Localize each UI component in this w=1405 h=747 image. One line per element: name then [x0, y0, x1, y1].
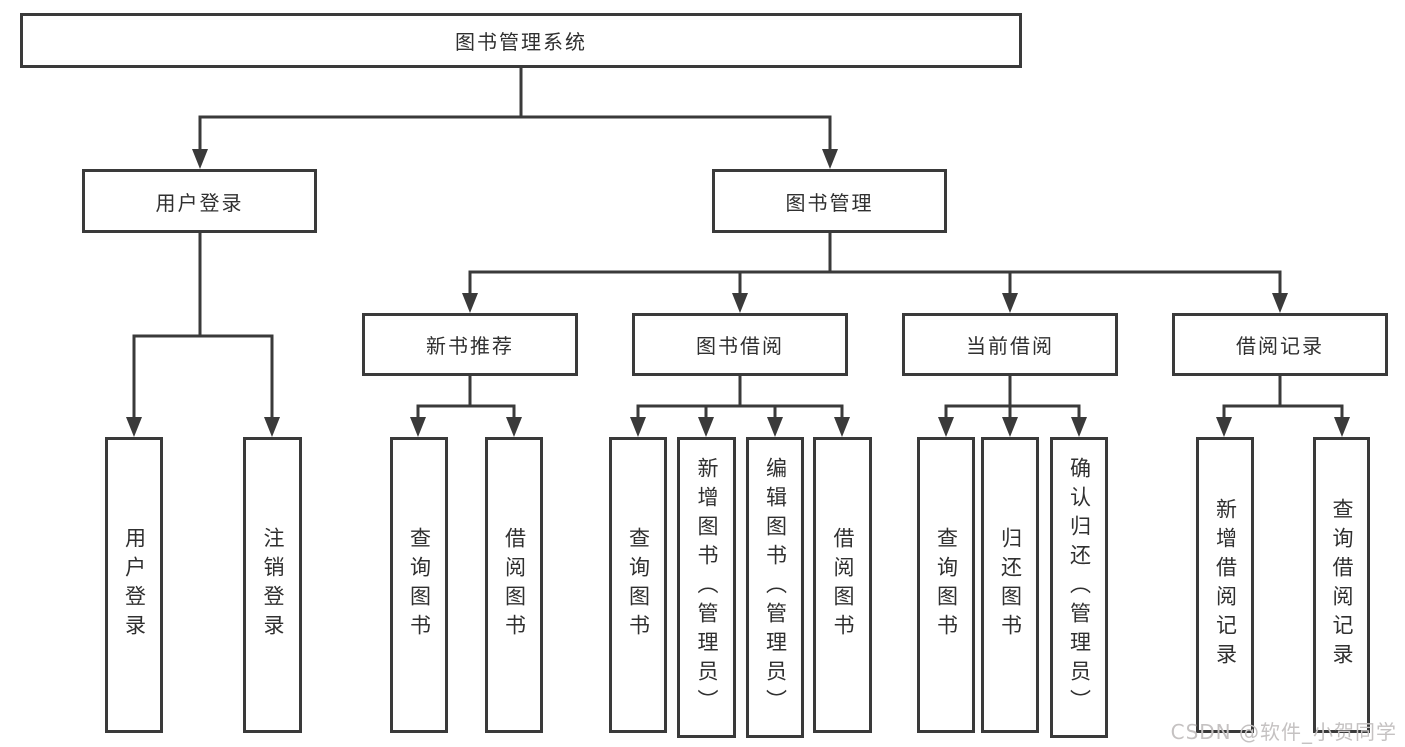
node-book-management-label: 图书管理 [785, 190, 874, 215]
leaf-borrow-books-newrec: 借阅图书 [485, 437, 543, 733]
node-borrowing-records-label: 借阅记录 [1236, 334, 1324, 358]
leaf-confirm-return-admin-label: 确认归还（管理员） [1067, 457, 1092, 718]
leaf-edit-books-admin: 编辑图书（管理员） [746, 437, 804, 738]
leaf-logout: 注销登录 [243, 437, 302, 733]
leaf-return-books: 归还图书 [981, 437, 1039, 733]
leaf-query-books-newrec: 查询图书 [390, 437, 448, 733]
leaf-query-books-borrowing-label: 查询图书 [626, 527, 651, 643]
node-user-login: 用户登录 [82, 169, 317, 233]
leaf-query-books-newrec-label: 查询图书 [407, 527, 432, 643]
node-current-borrowing-label: 当前借阅 [966, 334, 1054, 358]
node-root-label: 图书管理系统 [455, 30, 587, 54]
node-root: 图书管理系统 [20, 13, 1022, 68]
node-current-borrowing: 当前借阅 [902, 313, 1118, 376]
node-book-borrowing: 图书借阅 [632, 313, 848, 376]
csdn-watermark: CSDN @软件_小贺同学 [1170, 720, 1397, 744]
leaf-query-books-current: 查询图书 [917, 437, 975, 733]
leaf-edit-books-admin-label: 编辑图书（管理员） [763, 457, 788, 718]
leaf-add-borrow-record-label: 新增借阅记录 [1213, 498, 1238, 672]
node-new-book-recommend: 新书推荐 [362, 313, 578, 376]
node-new-book-recommend-label: 新书推荐 [426, 334, 514, 358]
leaf-query-books-borrowing: 查询图书 [609, 437, 667, 733]
node-borrowing-records: 借阅记录 [1172, 313, 1388, 376]
leaf-return-books-label: 归还图书 [998, 527, 1023, 643]
leaf-logout-label: 注销登录 [261, 527, 285, 643]
node-user-login-label: 用户登录 [155, 190, 244, 215]
leaf-add-books-admin: 新增图书（管理员） [677, 437, 736, 738]
leaf-borrow-books: 借阅图书 [813, 437, 872, 733]
leaf-confirm-return-admin: 确认归还（管理员） [1050, 437, 1108, 738]
leaf-user-login: 用户登录 [105, 437, 163, 733]
node-book-borrowing-label: 图书借阅 [696, 334, 784, 358]
leaf-borrow-books-newrec-label: 借阅图书 [502, 527, 527, 643]
leaf-query-borrow-record: 查询借阅记录 [1313, 437, 1370, 733]
leaf-add-books-admin-label: 新增图书（管理员） [695, 457, 719, 718]
leaf-query-books-current-label: 查询图书 [934, 527, 959, 643]
leaf-query-borrow-record-label: 查询借阅记录 [1330, 498, 1354, 672]
leaf-add-borrow-record: 新增借阅记录 [1196, 437, 1254, 733]
leaf-borrow-books-label: 借阅图书 [831, 527, 855, 643]
node-book-management: 图书管理 [712, 169, 947, 233]
leaf-user-login-label: 用户登录 [122, 527, 147, 643]
